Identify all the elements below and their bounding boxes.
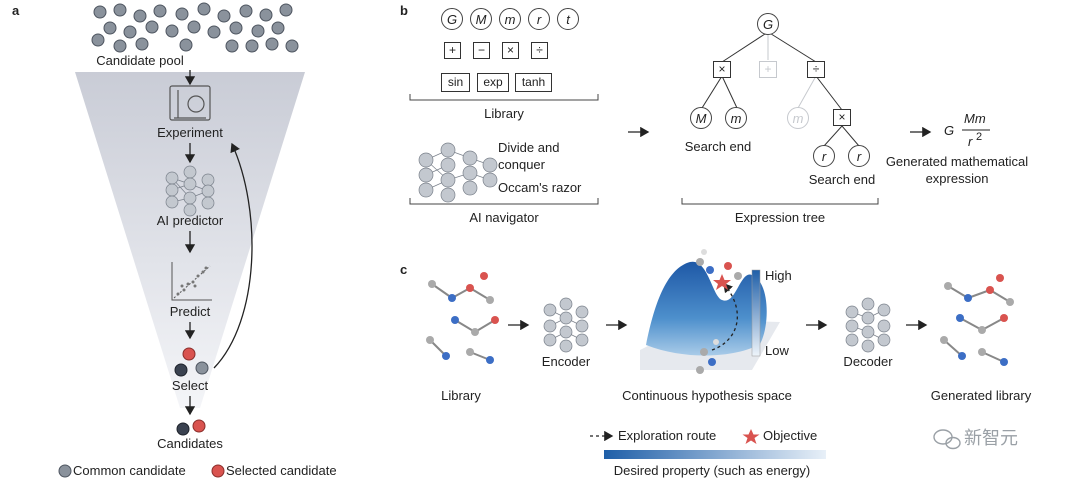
navigator-label: AI navigator (469, 210, 539, 225)
candidates-label: Candidates (157, 436, 223, 451)
generated-expression-line1: Generated mathematical (885, 154, 1029, 169)
objective-star-on-surface (713, 274, 731, 290)
legend-objective: Objective (763, 428, 818, 443)
watermark-text: 新智元 (964, 428, 1018, 448)
tree-edges (701, 31, 860, 147)
legend-selected-dot (211, 464, 225, 478)
library-func-tanh: tanh (515, 73, 552, 92)
high-label: High (765, 268, 792, 283)
encoder-network-icon (543, 297, 589, 353)
expression-denominator: r (968, 134, 973, 149)
decoder-label: Decoder (843, 354, 893, 369)
library-func-sin: sin (441, 73, 470, 92)
navigator-network-icon (418, 142, 498, 203)
decoder-network-icon (845, 297, 891, 353)
search-end-left: Search end (684, 139, 752, 154)
generated-library-label: Generated library (930, 388, 1032, 403)
tree-m-node: m (725, 107, 747, 129)
expression-exponent: 2 (976, 131, 983, 143)
library-var-M: M (470, 8, 492, 30)
library-atoms (426, 272, 499, 364)
library-func-exp: exp (477, 73, 509, 92)
select-dark-dot (174, 363, 188, 377)
experiment-label: Experiment (157, 125, 223, 140)
library-molecules-icon (429, 283, 496, 361)
library-op-minus: − (473, 42, 490, 59)
legend-common-dot (58, 464, 72, 478)
select-label: Select (171, 378, 209, 393)
navigator-occam: Occam's razor (498, 180, 582, 195)
candidate-pool-dots (91, 2, 299, 53)
tree-times-node: × (713, 61, 731, 78)
predict-scatter-icon (171, 262, 212, 301)
candidate-pool-label: Candidate pool (96, 53, 184, 68)
experiment-icon (169, 85, 211, 121)
navigator-divide-line1: Divide and (498, 140, 560, 155)
library-op-divide: ÷ (531, 42, 548, 59)
tree-bracket (681, 198, 879, 205)
tree-times2-node: × (833, 109, 851, 126)
generated-atoms (940, 274, 1014, 366)
tree-M-node: M (690, 107, 712, 129)
legend-selected-label: Selected candidate (226, 463, 337, 478)
exploration-route-curve (711, 283, 738, 351)
desired-property-label: Desired property (such as energy) (613, 463, 811, 478)
wechat-icon (933, 429, 961, 450)
candidate-selected-dot (192, 419, 206, 433)
library-c-label: Library (441, 388, 481, 403)
library-bracket (409, 94, 599, 101)
library-var-m: m (499, 8, 521, 30)
desired-property-bar (604, 450, 826, 459)
library-var-r: r (528, 8, 550, 30)
ai-predictor-network-icon (165, 165, 215, 217)
panel-label-b: b (400, 3, 408, 18)
library-var-G: G (441, 8, 463, 30)
panel-label-c: c (400, 262, 408, 277)
tree-divide-node: ÷ (807, 61, 825, 78)
navigator-divide-line2: conquer (498, 157, 545, 172)
select-common-dot (195, 361, 209, 375)
select-selected-dot (182, 347, 196, 361)
tree-plus-faded-node: + (759, 61, 777, 78)
legend-objective-star (742, 429, 760, 444)
tree-m-faded-node: m (787, 107, 809, 129)
bottom-molecule-icon (696, 339, 719, 374)
expression-prefix-G: G (944, 123, 955, 138)
expression-numerator: Mm (964, 111, 986, 126)
tree-root-G: G (757, 13, 779, 35)
panel-a-flow-arrows (184, 70, 253, 416)
library-op-plus: + (444, 42, 461, 59)
vertical-color-bar (751, 269, 761, 357)
tree-r1-node: r (813, 145, 835, 167)
navigator-bracket (409, 198, 599, 205)
ai-predictor-label: AI predictor (156, 213, 224, 228)
hypothesis-space-label: Continuous hypothesis space (622, 388, 792, 403)
low-label: Low (765, 343, 789, 358)
predict-label: Predict (169, 304, 211, 319)
tree-faded-edges (767, 32, 817, 109)
panel-label-a: a (12, 3, 20, 18)
library-label: Library (484, 106, 524, 121)
hypothesis-surface (646, 261, 767, 356)
generated-molecules-links (943, 285, 1011, 363)
legend-common-label: Common candidate (73, 463, 186, 478)
encoder-label: Encoder (541, 354, 591, 369)
legend-exploration-route: Exploration route (618, 428, 717, 443)
tree-label: Expression tree (734, 210, 826, 225)
candidate-dark-dot (176, 422, 190, 436)
tree-r2-node: r (848, 145, 870, 167)
top-molecule-icon (696, 249, 742, 280)
library-var-t: t (557, 8, 579, 30)
library-op-times: × (502, 42, 519, 59)
generated-expression-line2: expression (925, 171, 989, 186)
search-end-right: Search end (808, 172, 876, 187)
